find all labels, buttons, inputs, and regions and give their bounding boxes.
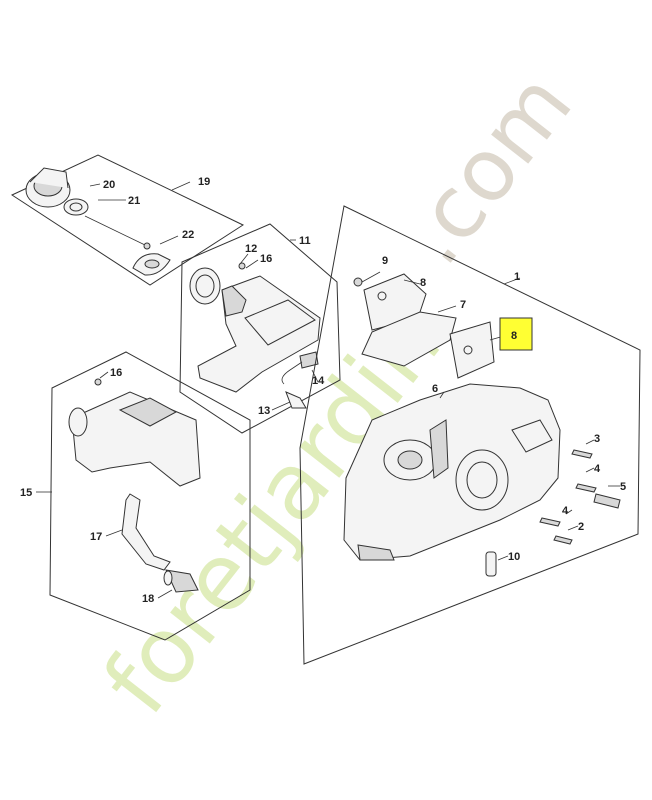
callout-7: 7: [460, 299, 466, 311]
panel-11-tank-group: [179, 223, 341, 434]
stud-4-part: [539, 483, 597, 527]
callout-4-lower: 4: [562, 505, 569, 517]
watermark-suffix: .com: [383, 55, 592, 283]
screw-9-part: [353, 271, 381, 287]
callout-17: 17: [90, 531, 102, 543]
hose-part: [121, 493, 171, 571]
seal-ring-part: [63, 198, 89, 216]
callout-2: 2: [578, 521, 584, 533]
cover-7-part: [361, 311, 457, 367]
callout-16-bottom: 16: [110, 367, 122, 379]
highlight-box-8: [499, 317, 533, 351]
strainer-part: [163, 569, 199, 593]
cord-part: [84, 215, 151, 250]
callout-22: 22: [182, 229, 194, 241]
callout-6: 6: [432, 383, 438, 395]
callout-8-plain: 8: [420, 277, 426, 289]
callout-20: 20: [103, 179, 115, 191]
callout-9: 9: [382, 255, 388, 267]
callout-5: 5: [620, 481, 626, 493]
callout-8-highlighted: 8: [511, 330, 517, 342]
screw-5-part: [593, 493, 621, 509]
panel-19-cap-group: [10, 154, 245, 286]
stud-3-part: [571, 449, 593, 459]
filter-housing-part: [68, 391, 201, 487]
callout-18: 18: [142, 593, 154, 605]
callout-21: 21: [128, 195, 140, 207]
sleeve-10-part: [485, 551, 497, 577]
callout-4-upper: 4: [594, 463, 601, 475]
clip-part: [132, 253, 171, 276]
panel-15-filter-group: [36, 351, 251, 641]
fitting-part: [281, 351, 319, 409]
callout-16-top: 16: [260, 253, 272, 265]
callout-3: 3: [594, 433, 600, 445]
callout-1: 1: [514, 271, 520, 283]
callout-15: 15: [20, 487, 32, 499]
panel-1-crankcase-group: [299, 205, 641, 665]
callout-10: 10: [508, 551, 520, 563]
callout-12: 12: [245, 243, 257, 255]
crankcase-body-part: [343, 383, 561, 561]
pin-2-part: [553, 535, 573, 545]
callout-11: 11: [299, 235, 311, 247]
callout-labels: 19 20 21 22 12 16 11 14 13 16 15 17 18 9…: [20, 176, 626, 605]
grommet-part: [189, 267, 221, 305]
plate-8-highlighted-part: [449, 321, 495, 379]
fuel-cap-part: [25, 167, 71, 208]
callout-14: 14: [312, 375, 325, 387]
callout-13: 13: [258, 405, 270, 417]
callout-19: 19: [198, 176, 210, 188]
tank-body-part: [197, 275, 321, 393]
